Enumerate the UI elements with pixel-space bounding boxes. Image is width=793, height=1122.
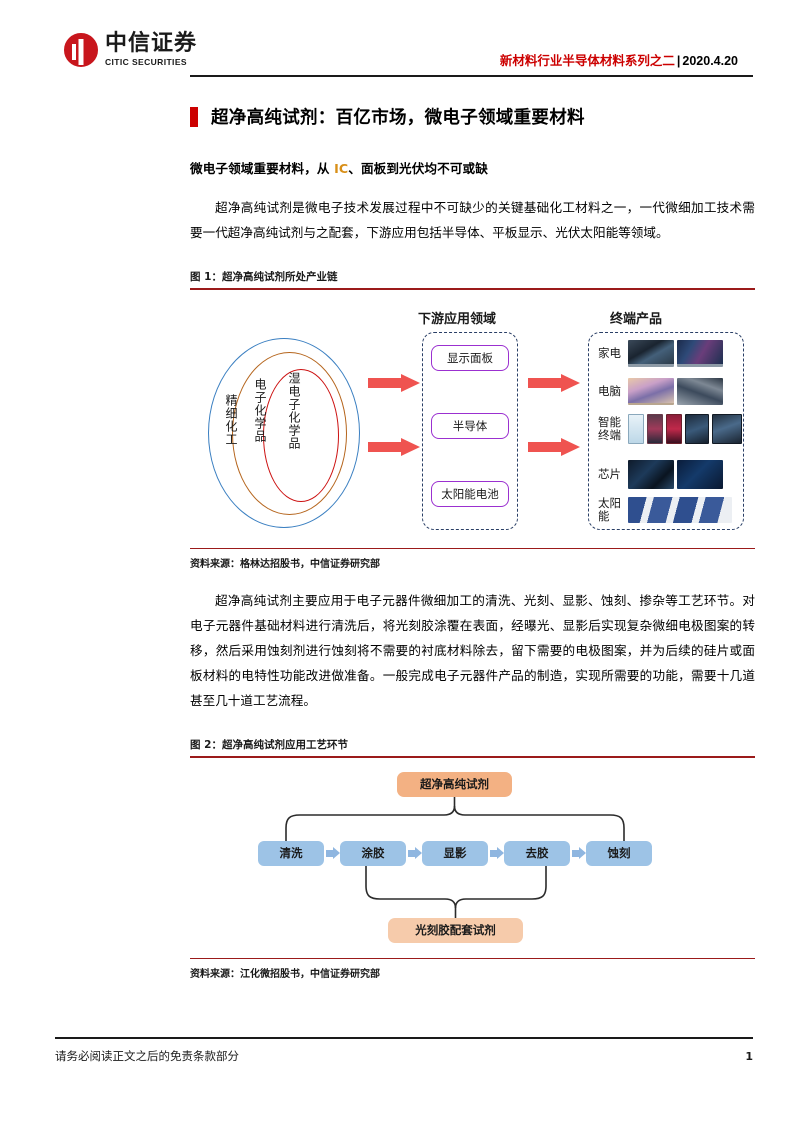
header-separator: | [676, 54, 681, 68]
product-thumbnails [628, 413, 742, 444]
product-thumbnails [628, 459, 723, 489]
end-product-row-chip: 芯片 [598, 459, 723, 489]
application-box-display-panel: 显示面板 [431, 344, 509, 371]
arrow-right-icon [572, 846, 586, 860]
logo-chinese-name: 中信证券 [105, 31, 198, 57]
application-box-solar-cell: 太阳能电池 [431, 480, 509, 507]
process-box-ultrapure-reagent: 超净高纯试剂 [397, 771, 512, 797]
figure-1-block: 图 1：超净高纯试剂所处产业链 下游应用领域 终端产品 精细化工 电子化学品 湿… [190, 269, 755, 570]
figure-2-top-rule [190, 756, 755, 758]
end-product-label: 电脑 [598, 383, 621, 398]
footer-disclaimer: 请务必阅读正文之后的免责条款部分 [55, 1049, 239, 1063]
smartphone-image [628, 413, 644, 444]
arrow-right-icon [528, 437, 580, 456]
ellipse-fine-chemicals [208, 337, 360, 528]
subtitle-part-2: 、面板到光伏均不可或缺 [348, 161, 488, 176]
figure-1-top-rule [190, 288, 755, 290]
process-step-stripping: 去胶 [504, 840, 570, 866]
citic-securities-logo: 中信证券 CITIC SECURITIES [64, 33, 197, 67]
header-report-meta: 新材料行业半导体材料系列之二|2020.4.20 [500, 50, 738, 69]
tablet-image [712, 413, 742, 444]
subtitle-ic-highlight: IC [334, 161, 349, 176]
process-box-photoresist-reagents: 光刻胶配套试剂 [388, 917, 523, 943]
page-number: 1 [745, 1050, 753, 1063]
report-series-title: 新材料行业半导体材料系列之二 [499, 54, 675, 68]
body-paragraph-1: 超净高纯试剂是微电子技术发展过程中不可缺少的关键基础化工材料之一，一代微细加工技… [190, 200, 755, 240]
body-paragraph-2: 超净高纯试剂主要应用于电子元器件微细加工的清洗、光刻、显影、蚀刻、掺杂等工艺环节… [190, 593, 755, 708]
television-image [628, 339, 674, 367]
header-divider [190, 75, 753, 77]
process-step-developing: 显影 [422, 840, 488, 866]
television-image [677, 339, 723, 367]
ellipse-wet-electronic-chemicals [263, 368, 339, 502]
process-step-cleaning: 清洗 [258, 840, 324, 866]
section-heading: 超净高纯试剂：百亿市场，微电子领域重要材料 [190, 104, 755, 129]
end-product-row-home-appliance: 家电 [598, 339, 723, 367]
end-product-row-smart-terminal: 智能终端 [598, 413, 742, 444]
end-product-row-solar: 太阳能 [598, 495, 732, 523]
figure-1-bottom-rule [190, 547, 755, 549]
end-product-row-computer: 电脑 [598, 377, 723, 405]
arrow-right-icon [408, 846, 422, 860]
footer-divider [55, 1037, 753, 1039]
page-footer: 请务必阅读正文之后的免责条款部分 1 [55, 1048, 753, 1064]
end-product-label: 家电 [598, 345, 621, 360]
logo-english-name: CITIC SECURITIES [105, 57, 187, 68]
ellipse-label-wet-electronic-chemicals: 湿电子化学品 [287, 371, 301, 450]
figure-1-source: 资料来源：格林达招股书，中信证券研究部 [190, 559, 380, 570]
end-products-group-boundary [588, 331, 744, 530]
figure-2-block: 图 2：超净高纯试剂应用工艺环节 超净高纯试剂 清洗 涂胶 显影 去胶 蚀刻 光… [190, 737, 755, 980]
end-product-label: 芯片 [598, 466, 621, 481]
end-product-label: 太阳能 [598, 495, 621, 523]
page-title: 超净高纯试剂：百亿市场，微电子领域重要材料 [211, 108, 585, 128]
figure-2-source: 资料来源：江化微招股书，中信证券研究部 [190, 969, 380, 980]
page-header: 中信证券 CITIC SECURITIES 新材料行业半导体材料系列之二|202… [0, 0, 793, 92]
product-thumbnails [628, 339, 723, 367]
product-thumbnails [628, 496, 732, 523]
arrow-right-icon [490, 846, 504, 860]
figure-1-heading-end-products: 终端产品 [610, 311, 663, 327]
figure-2-diagram: 超净高纯试剂 清洗 涂胶 显影 去胶 蚀刻 光刻胶配套试剂 [190, 757, 755, 958]
arrow-right-icon [368, 437, 420, 456]
ellipse-electronic-chemicals [232, 351, 347, 515]
process-step-coating: 涂胶 [340, 840, 406, 866]
process-step-etching: 蚀刻 [586, 840, 652, 866]
arrow-right-icon [528, 373, 580, 392]
figure-2-caption: 图 2：超净高纯试剂应用工艺环节 [190, 739, 348, 751]
section-subtitle: 微电子领域重要材料，从 IC、面板到光伏均不可或缺 [190, 158, 755, 177]
figure-1-caption: 图 1：超净高纯试剂所处产业链 [190, 271, 338, 283]
laptop-computer-image [677, 377, 723, 405]
application-box-semiconductor: 半导体 [431, 412, 509, 439]
citic-logo-icon [64, 33, 102, 67]
smartphone-image [666, 413, 682, 444]
circuit-board-image [628, 459, 674, 489]
ellipse-label-electronic-chemicals: 电子化学品 [253, 377, 267, 443]
smartphone-image [647, 413, 663, 444]
ellipse-label-fine-chemicals: 精细化工 [224, 393, 238, 446]
applications-group-boundary [422, 331, 518, 530]
figure-1-heading-applications: 下游应用领域 [418, 311, 497, 327]
logo-text-block: 中信证券 CITIC SECURITIES [105, 33, 197, 67]
figure-1-diagram: 下游应用领域 终端产品 精细化工 电子化学品 湿电子化学品 显示面板 半导体 太… [190, 289, 755, 548]
arrow-right-icon [326, 846, 340, 860]
end-product-label: 智能终端 [598, 414, 621, 442]
figure-2-bottom-rule [190, 957, 755, 959]
arrow-right-icon [368, 373, 420, 392]
circuit-board-image [677, 459, 723, 489]
tablet-image [685, 413, 709, 444]
solar-panel-image [628, 496, 732, 523]
document-content: 超净高纯试剂：百亿市场，微电子领域重要材料 微电子领域重要材料，从 IC、面板到… [190, 96, 755, 980]
section-marker-icon [190, 106, 198, 127]
product-thumbnails [628, 377, 723, 405]
desktop-computer-image [628, 377, 674, 405]
report-date: 2020.4.20 [682, 54, 738, 68]
subtitle-part-1: 微电子领域重要材料，从 [190, 161, 335, 176]
